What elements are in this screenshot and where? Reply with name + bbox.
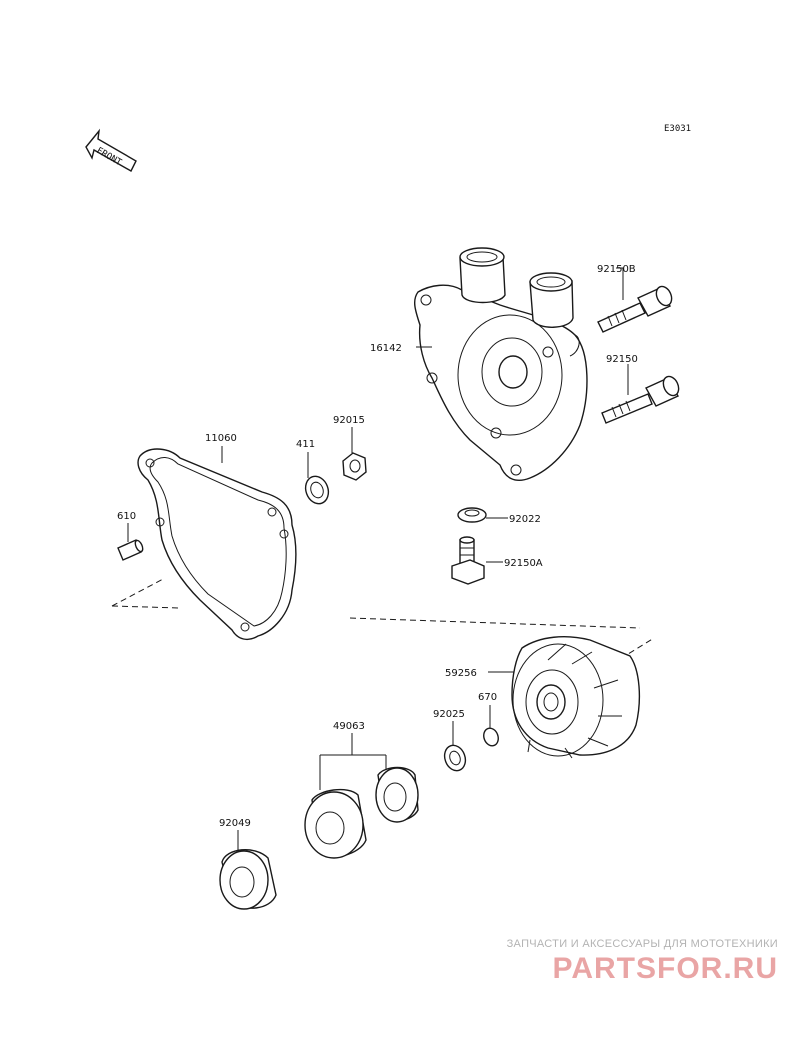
label-92150: 92150: [606, 354, 638, 365]
label-92015: 92015: [333, 415, 365, 426]
part-92150-bolt[interactable]: [601, 374, 682, 424]
label-411: 411: [296, 439, 315, 450]
front-arrow-icon: FRONT: [85, 128, 137, 172]
part-16142-pump-cover[interactable]: [413, 247, 588, 482]
label-670: 670: [478, 692, 497, 703]
label-16142: 16142: [370, 343, 402, 354]
label-92150b: 92150B: [597, 264, 636, 275]
label-610: 610: [117, 511, 136, 522]
label-59256: 59256: [445, 668, 477, 679]
part-92022-washer[interactable]: [457, 507, 487, 523]
part-92025-washer[interactable]: [441, 742, 469, 773]
watermark: ЗАПЧАСТИ И АКСЕССУАРЫ ДЛЯ МОТОТЕХНИКИ PA…: [507, 938, 778, 986]
label-92049: 92049: [219, 818, 251, 829]
label-92150a: 92150A: [504, 558, 543, 569]
diagram-code: E3031: [664, 124, 691, 134]
watermark-logo: PARTSFOR.RU: [552, 952, 778, 985]
part-92015-nut[interactable]: [342, 452, 367, 481]
label-49063: 49063: [333, 721, 365, 732]
label-92025: 92025: [433, 709, 465, 720]
part-92150b-bolt[interactable]: [597, 284, 675, 333]
watermark-tagline: ЗАПЧАСТИ И АКСЕССУАРЫ ДЛЯ МОТОТЕХНИКИ: [506, 938, 778, 950]
label-92022: 92022: [509, 514, 541, 525]
part-610-dowel-pin[interactable]: [117, 539, 144, 561]
part-92049-oil-seal[interactable]: [219, 849, 277, 910]
part-670-o-ring[interactable]: [481, 726, 500, 748]
part-59256-impeller[interactable]: [511, 636, 641, 759]
part-11060-gasket[interactable]: [137, 448, 297, 641]
part-411-washer[interactable]: [302, 473, 332, 507]
part-92150a-drain-bolt[interactable]: [451, 536, 485, 585]
part-49063-seal[interactable]: [304, 766, 419, 859]
label-11060: 11060: [205, 433, 237, 444]
